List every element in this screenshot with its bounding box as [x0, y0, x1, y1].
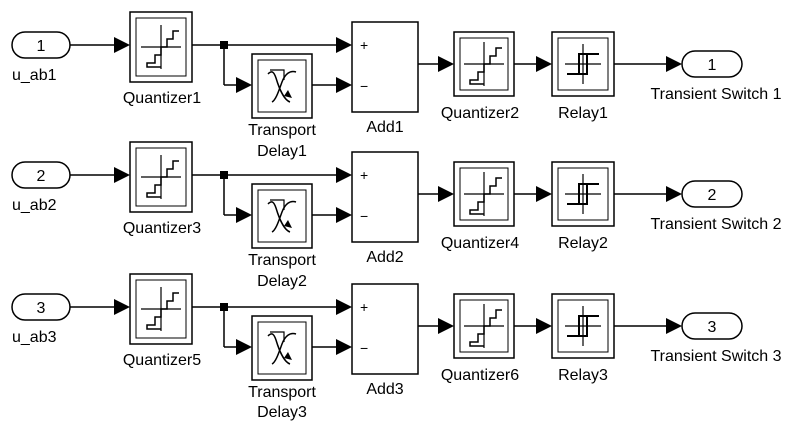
arrowhead — [114, 37, 130, 53]
inport-number: 1 — [37, 38, 46, 55]
arrowhead — [236, 207, 252, 223]
plus-sign: + — [360, 299, 368, 315]
quantizer-label: Quantizer4 — [441, 235, 519, 252]
add-block[interactable] — [351, 151, 419, 243]
add-label: Add1 — [366, 119, 403, 136]
arrowhead — [336, 37, 352, 53]
arrowhead — [666, 186, 682, 202]
delay-label-line1: Transport — [248, 384, 316, 401]
minus-sign: − — [360, 78, 368, 94]
arrowhead — [336, 299, 352, 315]
arrowhead — [236, 339, 252, 355]
arrowhead — [666, 56, 682, 72]
arrowhead — [666, 318, 682, 334]
signal-row-3: 3 u_ab3 Quantizer5 Transport Delay3 + − … — [11, 273, 782, 421]
minus-sign: − — [360, 208, 368, 224]
arrowhead — [114, 299, 130, 315]
delay-label-line2: Delay3 — [257, 404, 307, 421]
arrowhead — [236, 77, 252, 93]
delay-label-line2: Delay2 — [257, 273, 307, 290]
outport-label: Transient Switch 3 — [650, 348, 781, 365]
relay-label: Relay1 — [558, 105, 608, 122]
inport-label: u_ab3 — [12, 329, 57, 346]
inport-label: u_ab2 — [12, 197, 57, 214]
arrowhead — [438, 56, 454, 72]
outport-number: 3 — [708, 319, 717, 336]
quantizer-label: Quantizer3 — [123, 220, 201, 237]
arrowhead — [336, 77, 352, 93]
quantizer-label: Quantizer2 — [441, 105, 519, 122]
plus-sign: + — [360, 37, 368, 53]
outport-3[interactable] — [681, 312, 743, 340]
relay-label: Relay2 — [558, 235, 608, 252]
quantizer-label: Quantizer5 — [123, 352, 201, 369]
arrowhead — [438, 186, 454, 202]
arrowhead — [336, 207, 352, 223]
add-label: Add2 — [366, 249, 403, 266]
add-block[interactable] — [351, 21, 419, 113]
outport-1[interactable] — [681, 50, 743, 78]
outport-label: Transient Switch 1 — [650, 86, 781, 103]
signal-row-2: 2 u_ab2 Quantizer3 Transport Delay2 + − … — [11, 141, 782, 290]
arrowhead — [114, 167, 130, 183]
arrowhead — [536, 186, 552, 202]
inport-number: 2 — [37, 168, 46, 185]
outport-number: 2 — [708, 187, 717, 204]
inport-label: u_ab1 — [12, 67, 57, 84]
arrowhead — [536, 318, 552, 334]
outport-label: Transient Switch 2 — [650, 216, 781, 233]
plus-sign: + — [360, 167, 368, 183]
delay-label-line1: Transport — [248, 122, 316, 139]
delay-label-line2: Delay1 — [257, 143, 307, 160]
arrowhead — [536, 56, 552, 72]
outport-number: 1 — [708, 57, 717, 74]
minus-sign: − — [360, 340, 368, 356]
outport-2[interactable] — [681, 180, 743, 208]
quantizer-label: Quantizer6 — [441, 367, 519, 384]
quantizer-label: Quantizer1 — [123, 90, 201, 107]
relay-label: Relay3 — [558, 367, 608, 384]
signal-row-1: 1 u_ab1 Quantizer1 Transport Delay1 + − … — [11, 11, 782, 160]
arrowhead — [336, 167, 352, 183]
arrowhead — [336, 339, 352, 355]
add-block[interactable] — [351, 283, 419, 375]
add-label: Add3 — [366, 381, 403, 398]
delay-label-line1: Transport — [248, 252, 316, 269]
arrowhead — [438, 318, 454, 334]
inport-number: 3 — [37, 300, 46, 317]
